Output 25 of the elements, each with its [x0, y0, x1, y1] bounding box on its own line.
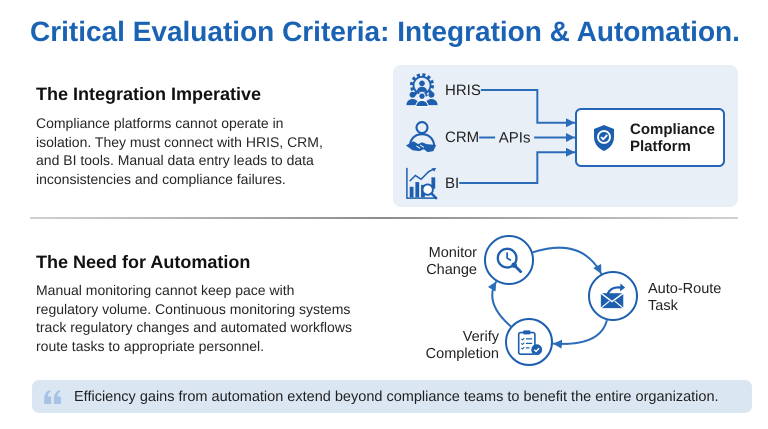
integration-panel — [393, 65, 738, 207]
step-circle — [505, 318, 553, 366]
quote-banner — [32, 380, 752, 413]
quote-text: Efficiency gains from automation extend beyond compliance teams to benefit the entire organization. — [74, 388, 719, 404]
body-text: Manual monitoring cannot keep pace with regulatory volume. Continuous monitoring systems track regulatory changes and automated workflows route tasks to appropriate personnel. — [36, 281, 353, 355]
arrow — [488, 281, 512, 328]
platform-label: Compliance Platform — [630, 120, 716, 154]
step-circle — [484, 235, 534, 285]
section-heading: The Integration Imperative — [36, 84, 262, 105]
edge-label: APIs — [494, 129, 534, 146]
step-label: Monitor Change — [425, 245, 477, 279]
arrow — [480, 89, 575, 128]
step-label: Verify Completion — [424, 329, 499, 363]
arrow — [459, 148, 575, 184]
body-text: Compliance platforms cannot operate in isolation. They must connect with HRIS, CRM, and BI tools. Manual data entry leads to data inconsistencies and compliance failures. — [36, 114, 324, 188]
platform-box — [575, 108, 725, 167]
section-heading: The Need for Automation — [36, 252, 252, 273]
system-label: HRIS — [445, 82, 481, 98]
arrow — [552, 320, 608, 348]
step-label: Auto-Route Task — [648, 281, 722, 315]
system-label: CRM — [445, 128, 480, 146]
arrow — [532, 246, 602, 274]
step-circle — [588, 271, 638, 321]
system-label: BI — [445, 174, 460, 192]
slide-title: Critical Evaluation Criteria: Integration & Automation. — [30, 16, 740, 48]
